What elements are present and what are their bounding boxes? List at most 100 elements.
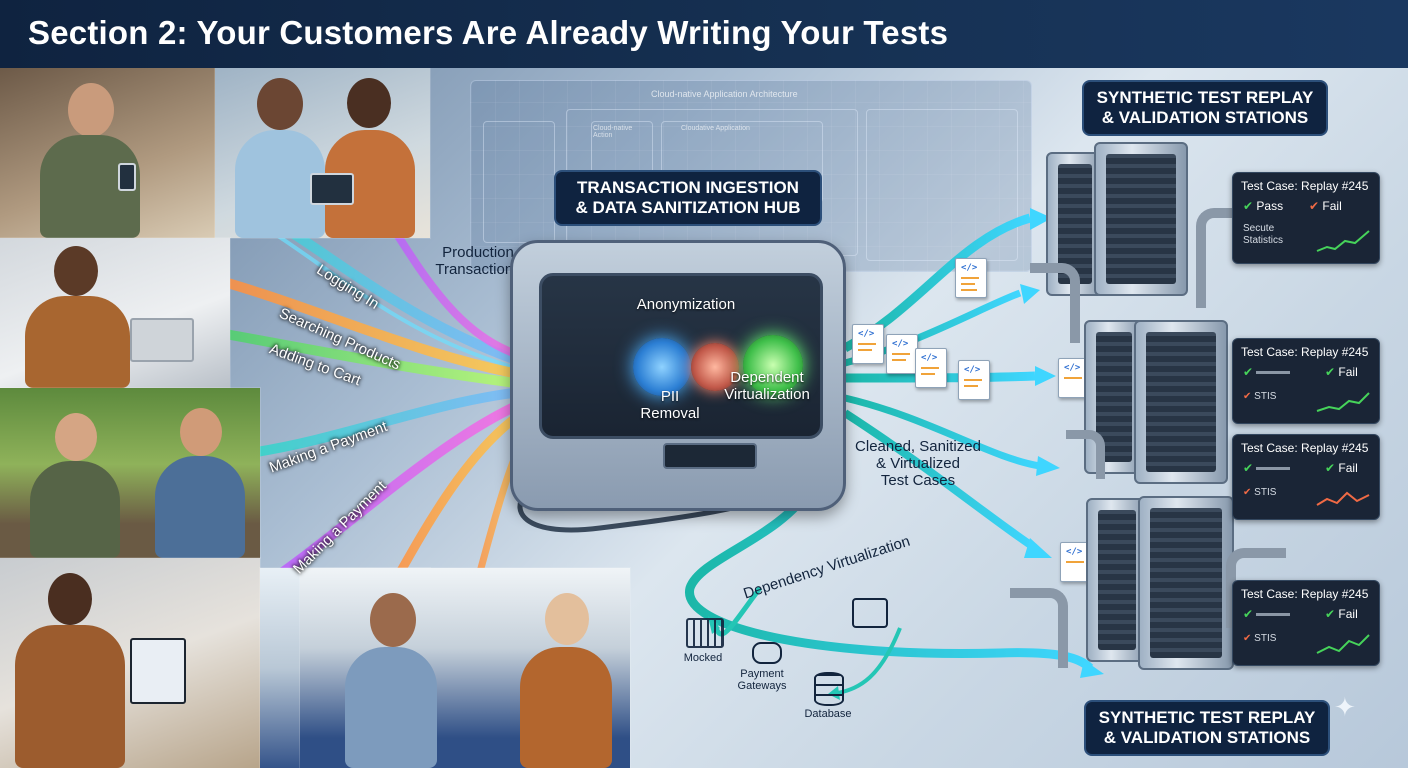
person	[325, 78, 415, 238]
stream-payment-1	[249, 385, 541, 458]
check-icon: ✔	[1325, 365, 1336, 379]
placeholder-line	[1256, 613, 1291, 617]
test-case-document: </>	[915, 348, 947, 388]
check-icon: ✔	[1243, 633, 1252, 644]
card-fail-label: Fail	[1338, 461, 1358, 475]
payment-gateways-label: Payment Gateways	[737, 668, 787, 692]
test-result-card: Test Case: Replay #245 ✔ ✔ Fail ✔ STIS	[1232, 580, 1380, 666]
card-title: Test Case: Replay #245	[1241, 441, 1369, 455]
check-icon: ✔	[1325, 461, 1336, 475]
blueprint-title: Cloud-native Application Architecture	[651, 89, 798, 99]
wallet-icon	[852, 598, 888, 628]
sanitization-hub-machine	[510, 240, 846, 511]
card-sparkline	[1316, 230, 1370, 252]
placeholder-line	[1256, 371, 1291, 375]
card-note: Secute Statistics	[1243, 223, 1284, 246]
test-result-card: Test Case: Replay #245 ✔ ✔ Fail ✔ STIS	[1232, 434, 1380, 520]
person	[150, 408, 250, 558]
hub-dependent-virtualization-label: Dependent Virtualization	[724, 369, 810, 403]
placeholder-line	[1256, 467, 1291, 471]
photo-bus-riders-extended	[300, 568, 630, 768]
hub-cylinder-virtualization	[743, 335, 803, 395]
server-rack	[1138, 496, 1234, 670]
cross-icon: ✔	[1309, 199, 1320, 213]
card-sparkline	[1316, 392, 1370, 412]
person	[20, 246, 130, 388]
person	[25, 413, 125, 558]
card-sparkline	[1316, 491, 1370, 506]
arrow-to-station-2	[844, 371, 1036, 383]
person	[10, 573, 130, 768]
robot-arm	[1066, 430, 1105, 479]
robot-arm	[1196, 208, 1250, 308]
test-case-document: </>	[955, 258, 987, 298]
check-icon: ✔	[1325, 607, 1336, 621]
robot-arm	[1010, 588, 1068, 668]
database-icon	[814, 672, 844, 706]
hub-title-badge: TRANSACTION INGESTION & DATA SANITIZATIO…	[554, 170, 822, 226]
database-label: Database	[804, 708, 852, 720]
payment-gateway-icon	[752, 642, 782, 664]
server-rack	[1094, 142, 1188, 296]
sparkle-icon: ✦	[1334, 692, 1356, 722]
person	[340, 587, 440, 768]
robot-arm	[1226, 548, 1286, 628]
check-icon: ✔	[1243, 391, 1252, 402]
hub-anonymization-label: Anonymization	[636, 296, 736, 313]
tablet	[130, 638, 186, 704]
check-icon: ✔	[1243, 487, 1252, 498]
stream-adding	[219, 328, 541, 391]
photo-cafe-tablet	[0, 558, 260, 768]
test-result-card: Test Case: Replay #245 ✔ ✔ Fail ✔ STIS	[1232, 338, 1380, 424]
photo-park-bench	[0, 388, 260, 558]
tablet	[310, 173, 354, 205]
test-case-document: </>	[886, 334, 918, 374]
hub-display-panel	[663, 443, 757, 469]
photo-couple-tablet	[215, 68, 430, 238]
test-case-document: </>	[852, 324, 884, 364]
test-result-card: Test Case: Replay #245 ✔ Pass ✔ Fail Sec…	[1232, 172, 1380, 264]
card-fail-label: Fail	[1322, 199, 1342, 213]
robot-arm	[1030, 263, 1080, 343]
check-icon: ✔	[1243, 607, 1254, 621]
mocked-label: Mocked	[683, 652, 723, 664]
hub-pii-removal-label: PII Removal	[640, 388, 700, 422]
stream-searching	[208, 273, 541, 383]
card-note: STIS	[1254, 633, 1277, 644]
mocked-icon	[686, 618, 724, 648]
dependency-loop	[685, 485, 1094, 672]
stations-badge-bottom: SYNTHETIC TEST REPLAY & VALIDATION STATI…	[1084, 700, 1330, 756]
card-note: STIS	[1254, 391, 1277, 402]
check-icon: ✔	[1243, 461, 1254, 475]
header-bar: Section 2: Your Customers Are Already Wr…	[0, 0, 1408, 68]
card-note: STIS	[1254, 487, 1277, 498]
person	[30, 77, 150, 238]
card-fail-label: Fail	[1338, 365, 1358, 379]
diagram-stage: Cloud-native Application Architecture Cl…	[0, 68, 1408, 768]
blueprint-box	[866, 109, 1018, 261]
person	[235, 78, 325, 238]
card-fail-label: Fail	[1338, 607, 1358, 621]
stations-badge-top: SYNTHETIC TEST REPLAY & VALIDATION STATI…	[1082, 80, 1328, 136]
page-title: Section 2: Your Customers Are Already Wr…	[28, 14, 949, 51]
server-rack	[1134, 320, 1228, 484]
card-sparkline	[1316, 634, 1370, 654]
cleaned-test-cases-label: Cleaned, Sanitized & Virtualized Test Ca…	[855, 438, 981, 489]
blueprint-label: Cloud-native Action	[593, 125, 633, 139]
card-title: Test Case: Replay #245	[1241, 179, 1369, 193]
dependency-to-db	[837, 627, 902, 695]
photo-man-laptop	[0, 238, 230, 388]
test-case-document: </>	[958, 360, 990, 400]
customer-photo-collage	[0, 68, 430, 768]
laptop	[130, 318, 194, 362]
photo-cafe-woman-phone	[0, 68, 215, 238]
hub-cylinder-pii	[633, 338, 691, 396]
card-title: Test Case: Replay #245	[1241, 345, 1369, 359]
arrow-to-station-4	[842, 409, 1038, 552]
person	[515, 587, 615, 768]
stream-payment-2	[257, 391, 542, 593]
card-title: Test Case: Replay #245	[1241, 587, 1369, 601]
arrow-to-station-3	[844, 394, 1041, 470]
production-transactions-label: Production Transactions	[435, 244, 521, 278]
hub-cylinder-anonymization	[691, 343, 739, 391]
